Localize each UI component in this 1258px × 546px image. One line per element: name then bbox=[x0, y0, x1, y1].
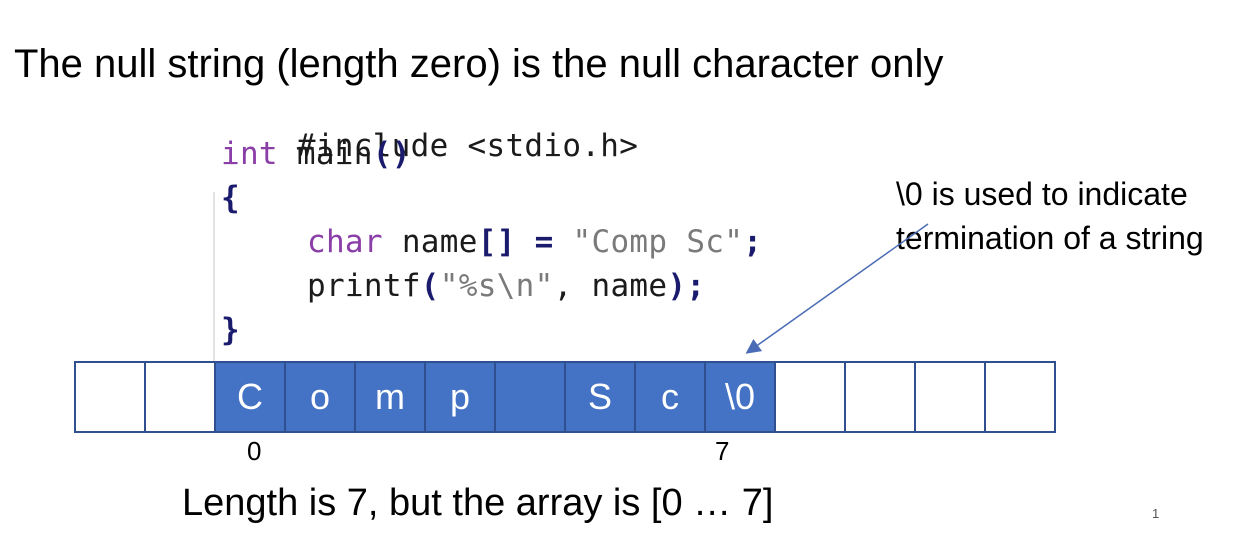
editor-gutter bbox=[213, 192, 215, 412]
arrow-line bbox=[745, 223, 929, 354]
code-line-include: #include <stdio.h> bbox=[221, 92, 638, 200]
array-cell bbox=[914, 361, 986, 433]
open-brace: { bbox=[221, 180, 240, 216]
array-cell: \0 bbox=[704, 361, 776, 433]
array-cell bbox=[774, 361, 846, 433]
null-terminator-note: \0 is used to indicate termination of a … bbox=[896, 172, 1204, 260]
array-cell: S bbox=[564, 361, 636, 433]
index-label-end: 7 bbox=[715, 436, 730, 466]
code-line-declaration: char name[] = "Comp Sc"; bbox=[307, 224, 762, 260]
code-line-main: int main() bbox=[221, 136, 411, 172]
assign-operator: = bbox=[515, 224, 573, 260]
array-cell: C bbox=[214, 361, 286, 433]
index-label-start: 0 bbox=[247, 436, 262, 466]
note-line-2: termination of a string bbox=[896, 220, 1204, 256]
name-identifier: name bbox=[382, 224, 478, 260]
string-literal: "Comp Sc" bbox=[572, 224, 744, 260]
array-cell bbox=[74, 361, 146, 433]
printf-open-paren: ( bbox=[420, 268, 440, 304]
array-brackets: [] bbox=[477, 224, 516, 260]
slide-title: The null string (length zero) is the nul… bbox=[14, 42, 944, 86]
char-keyword: char bbox=[307, 224, 383, 260]
main-function-name: main bbox=[277, 136, 373, 172]
array-cell: o bbox=[284, 361, 356, 433]
include-directive: #include <stdio.h> bbox=[296, 128, 639, 164]
array-cell bbox=[494, 361, 566, 433]
length-caption: Length is 7, but the array is [0 … 7] bbox=[182, 482, 774, 524]
code-screenshot: #include <stdio.h> int main() { char nam… bbox=[213, 88, 835, 412]
array-cell: p bbox=[424, 361, 496, 433]
array-cell bbox=[984, 361, 1056, 433]
printf-arg: , name bbox=[553, 268, 668, 304]
format-string: "%s\n" bbox=[439, 268, 554, 304]
semicolon: ; bbox=[743, 224, 763, 260]
array-cell bbox=[144, 361, 216, 433]
close-brace: } bbox=[221, 312, 240, 348]
note-line-1: \0 is used to indicate bbox=[896, 176, 1188, 212]
array-cell: m bbox=[354, 361, 426, 433]
main-parens: () bbox=[372, 136, 411, 172]
printf-call: printf bbox=[307, 268, 421, 304]
array-cell bbox=[844, 361, 916, 433]
page-number: 1 bbox=[1152, 506, 1160, 521]
code-line-open-brace: { bbox=[221, 180, 240, 216]
code-line-printf: printf("%s\n", name); bbox=[307, 268, 705, 304]
printf-close: ); bbox=[667, 268, 706, 304]
array-cell: c bbox=[634, 361, 706, 433]
code-line-close-brace: } bbox=[221, 312, 240, 348]
int-keyword: int bbox=[221, 136, 278, 172]
